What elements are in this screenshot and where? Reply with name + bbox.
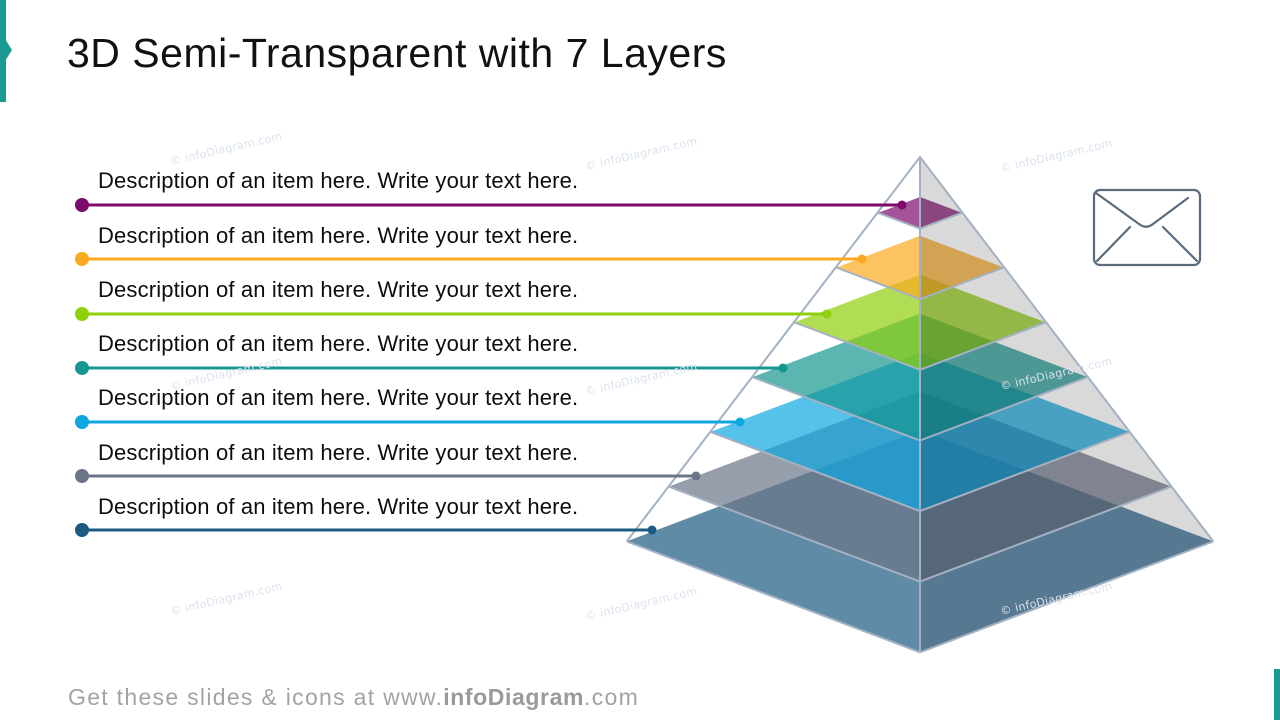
envelope-body: [1092, 188, 1202, 267]
connector-end-dot: [778, 363, 788, 373]
pyramid-layer-1: [878, 197, 962, 229]
envelope-icon: [1092, 188, 1202, 267]
connectors: [75, 198, 907, 537]
connector-end-dot: [735, 417, 745, 427]
pyramid-layer-1-edge: [877, 211, 963, 230]
slide-title: 3D Semi-Transparent with 7 Layers: [67, 30, 727, 76]
connector-end-dot: [647, 525, 657, 535]
connector-5: [75, 415, 745, 429]
footer-suffix: .com: [584, 684, 640, 710]
item-description-2: Description of an item here. Write your …: [98, 223, 579, 248]
connector-6: [75, 469, 701, 483]
pyramid-layer-2-left: [836, 235, 920, 300]
pyramid-layer-6-edge: [668, 485, 1172, 583]
item-description-5: Description of an item here. Write your …: [98, 385, 579, 410]
connector-start-dot: [75, 198, 89, 212]
envelope-fold-right: [1161, 225, 1199, 263]
pyramid-layer-3-edge: [793, 321, 1047, 371]
connector-end-dot: [897, 200, 907, 210]
connector-start-dot: [75, 361, 89, 375]
pyramid-layer-7-edge: [626, 540, 1214, 654]
pyramid-layer-3-left: [794, 274, 920, 370]
connector-3: [75, 307, 832, 321]
top-left-accent-marker: [0, 0, 12, 102]
connector-end-dot: [691, 471, 701, 481]
pyramid-edges: [625, 156, 1215, 654]
connector-start-dot: [75, 415, 89, 429]
connector-end-dot: [857, 254, 867, 264]
accent-arrow-icon: [5, 39, 12, 61]
connector-1: [75, 198, 907, 212]
connector-start-dot: [75, 307, 89, 321]
item-description-1: Description of an item here. Write your …: [98, 168, 579, 193]
footer-credit: Get these slides & icons at www.infoDiag…: [68, 683, 639, 711]
pyramid-layer-2-right: [920, 235, 1004, 300]
accent-bar: [0, 0, 6, 102]
envelope-flap: [1094, 191, 1190, 228]
pyramid-layer-5-edge: [710, 430, 1130, 513]
connector-2: [75, 252, 867, 266]
connector-4: [75, 361, 788, 375]
footer-brand: infoDiagram: [443, 684, 585, 710]
connector-7: [75, 523, 657, 537]
pyramid-layer-1-left: [878, 197, 920, 229]
item-description-6: Description of an item here. Write your …: [98, 440, 579, 465]
item-description-3: Description of an item here. Write your …: [98, 277, 579, 302]
footer-prefix: Get these slides & icons at www.: [68, 684, 444, 710]
pyramid-layer-2: [836, 235, 1004, 300]
pyramid-layer-1-right: [920, 197, 962, 229]
pyramid-diagram: [625, 156, 1215, 654]
connector-start-dot: [75, 523, 89, 537]
pyramid-layer-4-edge: [752, 376, 1088, 442]
pyramid-layer-3: [794, 274, 1046, 370]
connector-start-dot: [75, 252, 89, 266]
connector-start-dot: [75, 469, 89, 483]
item-description-7: Description of an item here. Write your …: [98, 494, 579, 519]
pyramid-layer-2-edge: [835, 266, 1005, 301]
bottom-right-accent-bar: [1274, 669, 1280, 720]
envelope-fold-left: [1095, 225, 1132, 263]
item-description-4: Description of an item here. Write your …: [98, 331, 579, 356]
pyramid-layer-3-right: [920, 274, 1046, 370]
connector-end-dot: [822, 309, 832, 319]
